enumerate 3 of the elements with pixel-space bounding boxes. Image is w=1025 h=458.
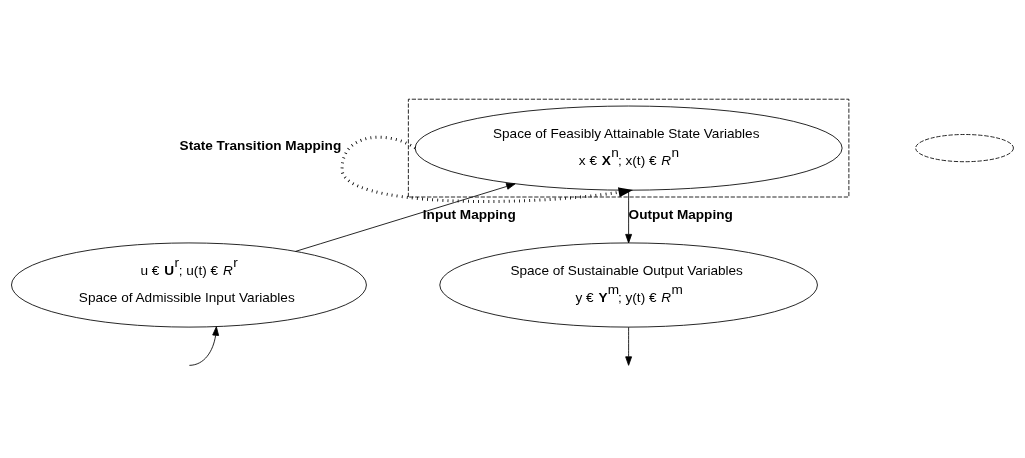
edge-label: Input Mapping: [422, 206, 516, 222]
edge-label: Output Mapping: [628, 206, 733, 222]
edge-label: State Transition Mapping: [179, 137, 342, 153]
